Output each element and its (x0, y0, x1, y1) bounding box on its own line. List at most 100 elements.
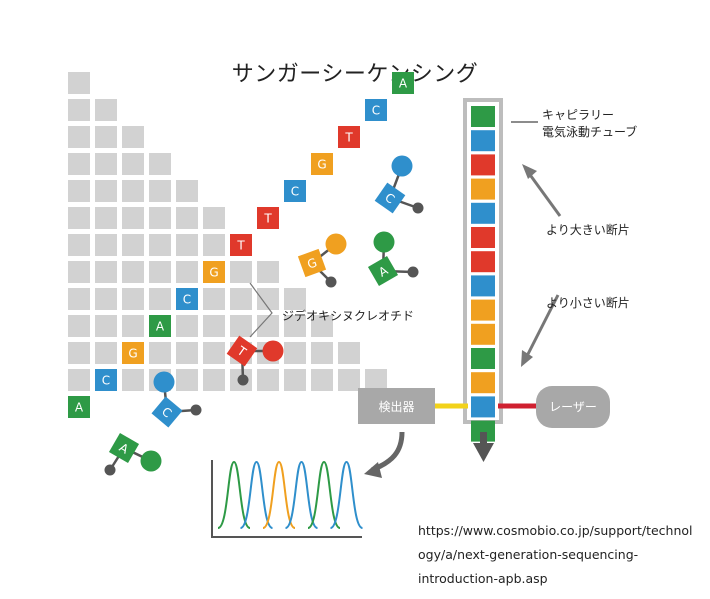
grid-cell (365, 369, 387, 391)
larger-fragments-label: より大きい断片 (546, 223, 630, 237)
grid-cell (230, 261, 252, 283)
grid-cell (95, 342, 117, 364)
dideoxynucleotide-g: G (297, 233, 347, 288)
laser-box (536, 386, 610, 428)
smaller-arrow-shaft (524, 294, 560, 359)
source-url: https://www.cosmobio.co.jp/support/techn… (418, 523, 693, 586)
trace-peak-g (262, 460, 296, 529)
grid-cell (122, 261, 144, 283)
ladder-base-box (203, 261, 225, 283)
ladder-base-box (284, 180, 306, 202)
grid-cell (284, 342, 306, 364)
smaller-arrow-head (521, 350, 533, 367)
grid-cell (149, 288, 171, 310)
ladder-base-box (176, 288, 198, 310)
grid-cell (257, 288, 279, 310)
grid-cell (176, 342, 198, 364)
grid-cell (68, 72, 90, 94)
dideoxynucleotide-t: T (226, 335, 284, 386)
detector-box (358, 388, 435, 424)
flow-arrow-shaft (480, 432, 487, 444)
dideoxynucleotide-c: C (151, 371, 202, 428)
dideoxynucleotide-a: A (367, 231, 419, 287)
grid-cell (203, 207, 225, 229)
phosphate-ball (412, 202, 424, 214)
grid-cell (149, 180, 171, 202)
ladder-base-box (149, 315, 171, 337)
grid-cell (149, 261, 171, 283)
grid-cell (149, 153, 171, 175)
smaller-fragments-label: より小さい断片 (546, 296, 630, 310)
ladder-base-box (338, 126, 360, 148)
sugar-ball (153, 371, 175, 393)
grid-cell (95, 261, 117, 283)
base-diamond (374, 182, 406, 214)
larger-arrow-shaft (526, 171, 562, 217)
ladder-base-box (311, 153, 333, 175)
capillary-band (471, 396, 495, 418)
grid-cell (230, 315, 252, 337)
grid-cell (203, 288, 225, 310)
chromatogram (211, 460, 364, 538)
sugar-ball (325, 233, 347, 255)
trace-peak-c (329, 460, 364, 529)
ladder-base-letter: C (372, 104, 380, 118)
ladder-base-letter: T (236, 239, 245, 253)
grid-cell (68, 234, 90, 256)
dideoxynucleotide-a: A (104, 432, 162, 476)
grid-cell (284, 288, 306, 310)
capillary-band (471, 130, 495, 152)
capillary-band (471, 299, 495, 321)
ladder-base-letter: T (344, 131, 353, 145)
base-diamond (151, 396, 183, 428)
base-diamond (108, 432, 140, 464)
phosphate-ball (237, 374, 249, 386)
phosphate-ball (325, 276, 337, 288)
ladder-base-letter: A (399, 77, 408, 91)
ladder-base-box (257, 207, 279, 229)
detector-label: 検出器 (378, 400, 414, 414)
trace-peak-a (217, 460, 251, 529)
grid-cell (122, 369, 144, 391)
ladder-base-letter: C (183, 293, 191, 307)
capillary-band (471, 420, 495, 442)
grid-cell (257, 261, 279, 283)
base-letter: G (305, 255, 319, 271)
grid-cell (95, 99, 117, 121)
grid-cell (311, 342, 333, 364)
capillary-band (471, 348, 495, 369)
grid-cell (149, 207, 171, 229)
capillary-band (471, 323, 495, 345)
grid-cell (203, 234, 225, 256)
grid-cell (176, 261, 198, 283)
grid-cell (68, 315, 90, 337)
trace-peak-c (284, 460, 319, 529)
capillary-band (471, 154, 495, 176)
ladder-base-box (68, 396, 90, 418)
grid-cell (122, 288, 144, 310)
capillary-band (471, 106, 495, 127)
sugar-ball (140, 450, 162, 472)
grid-cell (68, 207, 90, 229)
ladder-base-box (122, 342, 144, 364)
flow-arrow-head (473, 443, 494, 462)
dideoxynucleotide-c: C (374, 155, 424, 214)
grid-cell (311, 369, 333, 391)
capillary-band (471, 178, 495, 200)
grid-cell (68, 288, 90, 310)
ladder-base-letter: A (75, 401, 84, 415)
grid-cell (176, 369, 198, 391)
base-diamond (367, 255, 399, 287)
ladder-base-letter: A (156, 320, 165, 334)
ladder-base-box (365, 99, 387, 121)
grid-cell (68, 261, 90, 283)
sugar-ball (373, 231, 395, 253)
grid-cell (68, 180, 90, 202)
capillary-band (471, 202, 495, 224)
grid-cell (149, 234, 171, 256)
grid-cell (68, 342, 90, 364)
ladder-base-letter: C (102, 374, 110, 388)
trace-peak-c (239, 460, 274, 529)
